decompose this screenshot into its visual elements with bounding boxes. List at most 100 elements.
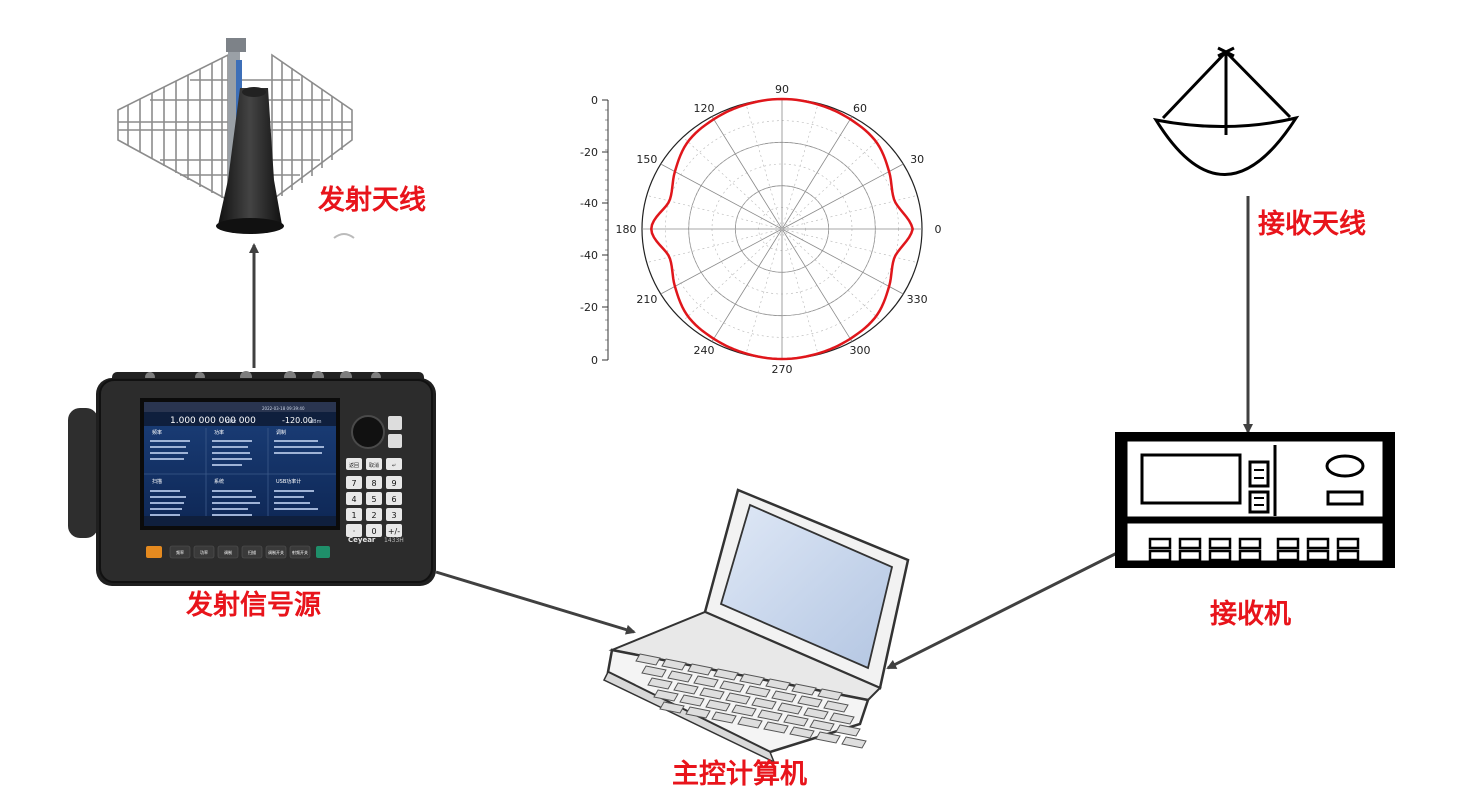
polar-radial-tick-label: -20 [580, 301, 598, 314]
instrument-side-key-label: ↵ [392, 463, 396, 469]
instrument-keypad-key[interactable] [346, 476, 362, 489]
laptop-key [635, 653, 661, 666]
radiation-pattern-series [650, 97, 915, 361]
polar-angle-label: 90 [775, 83, 789, 96]
polar-radial-tick-label: -40 [580, 249, 598, 262]
instrument-keypad-key-label: 4 [351, 495, 356, 504]
panel-title-0: 频率 [152, 429, 162, 436]
panel-title-2: 调制 [276, 429, 286, 436]
polar-minor-spoke [682, 136, 783, 230]
instrument-keypad-key[interactable] [366, 508, 382, 521]
instrument-softkey-label: 功率 [200, 549, 208, 555]
panel-title-4: 系统 [214, 478, 224, 485]
laptop-key [685, 706, 711, 719]
instrument-softkey-label: 频率 [176, 549, 184, 555]
instrument-keypad-key-label: +/- [388, 527, 400, 536]
laptop-key [817, 688, 843, 701]
laptop-key [679, 694, 705, 707]
laptop-key [687, 663, 713, 676]
instrument-keypad-key[interactable] [346, 492, 362, 505]
instrument-softkey-label: 调制 [224, 549, 232, 555]
polar-spoke [781, 228, 853, 342]
polar-angle-label: 180 [616, 223, 637, 236]
instrument-softkey[interactable] [241, 545, 263, 559]
polar-radial-tick-label: 0 [591, 354, 598, 367]
polar-angle-label: 0 [935, 223, 942, 236]
panel-title-1: 功率 [214, 429, 224, 436]
instrument-softkey-label: 调制开关 [268, 549, 284, 555]
polar-angle-label: 270 [772, 363, 793, 376]
laptop-key [705, 699, 731, 712]
laptop-key [751, 697, 777, 710]
polar-angle-label: 240 [694, 344, 715, 357]
polar-minor-spoke [646, 195, 783, 230]
instrument-softkey-label: 射频开关 [292, 549, 308, 555]
instrument-softkey[interactable] [289, 545, 311, 559]
laptop-key [797, 695, 823, 708]
polar-radial-tick-label: -20 [580, 146, 598, 159]
instrument-keypad-key[interactable] [366, 524, 382, 537]
label-signal-source: 发射信号源 [186, 590, 321, 621]
label-computer: 主控计算机 [672, 759, 807, 790]
laptop-key [815, 731, 841, 744]
instrument-keypad-key-label: 8 [371, 479, 376, 488]
instrument-side-key[interactable] [366, 458, 382, 470]
instrument-side-key[interactable] [386, 458, 402, 470]
polar-spoke [781, 163, 904, 230]
instrument-softkey[interactable] [217, 545, 239, 559]
instrument-power: -120.00 [282, 416, 313, 425]
instrument-keypad-key[interactable] [386, 492, 402, 505]
label-receiver: 接收机 [1210, 599, 1291, 630]
signal-source-device: 1.000 000 000 000 -120.00 dBm GHz 2022-0… [68, 371, 436, 586]
instrument-softkey[interactable] [265, 545, 287, 559]
instrument-keypad-key-label: · [353, 527, 356, 536]
panel-title-5: USB功率计 [276, 478, 301, 485]
polar-spoke [711, 228, 783, 342]
polar-minor-spoke [781, 228, 918, 263]
instrument-keypad-key[interactable] [366, 476, 382, 489]
instrument-keypad-key[interactable] [386, 476, 402, 489]
laptop-key [713, 668, 739, 681]
laptop-key [667, 670, 693, 683]
laptop-key [711, 711, 737, 724]
instrument-softkey[interactable] [193, 545, 215, 559]
polar-radial-tick-label: 0 [591, 94, 598, 107]
laptop-key [823, 700, 849, 713]
instrument-keypad-key-label: 5 [371, 495, 376, 504]
laptop-key [765, 678, 791, 691]
laptop-key [757, 709, 783, 722]
instrument-keypad-key[interactable] [386, 508, 402, 521]
instrument-keypad-key[interactable] [346, 508, 362, 521]
polar-radial-tick-label: -40 [580, 197, 598, 210]
instrument-keypad-key[interactable] [346, 524, 362, 537]
label-rx-antenna: 接收天线 [1258, 209, 1366, 240]
instrument-keypad-key[interactable] [386, 524, 402, 537]
laptop-key [763, 721, 789, 734]
laptop-key [693, 675, 719, 688]
polar-angle-label: 60 [853, 102, 867, 115]
panel-title-3: 扫描 [152, 478, 162, 485]
laptop-key [647, 677, 673, 690]
instrument-keypad-key-label: 9 [391, 479, 396, 488]
instrument-brand: Ceyear [348, 536, 376, 544]
instrument-keypad-key[interactable] [366, 492, 382, 505]
laptop-key [771, 690, 797, 703]
rx-antenna-icon [1152, 46, 1300, 176]
laptop-key [673, 682, 699, 695]
laptop-key [803, 707, 829, 720]
polar-minor-spoke [745, 228, 783, 355]
instrument-side-key[interactable] [346, 458, 362, 470]
instrument-softkey[interactable] [169, 545, 191, 559]
laptop-key [641, 665, 667, 678]
polar-minor-spoke [745, 103, 783, 230]
label-tx-antenna: 发射天线 [318, 185, 426, 216]
radiation-pattern-chart: 0-20-40-40-200 9060300330300270240210180… [580, 83, 941, 376]
receiver-icon [1115, 432, 1395, 568]
laptop-key [653, 689, 679, 702]
arrow-computer-receiver [886, 546, 1129, 670]
laptop-key [725, 692, 751, 705]
instrument-frequency-unit: GHz [226, 419, 237, 425]
laptop-key [809, 719, 835, 732]
instrument-datetime: 2022-03-18 09:39:40 [262, 406, 305, 411]
instrument-keypad-key-label: 7 [351, 479, 356, 488]
